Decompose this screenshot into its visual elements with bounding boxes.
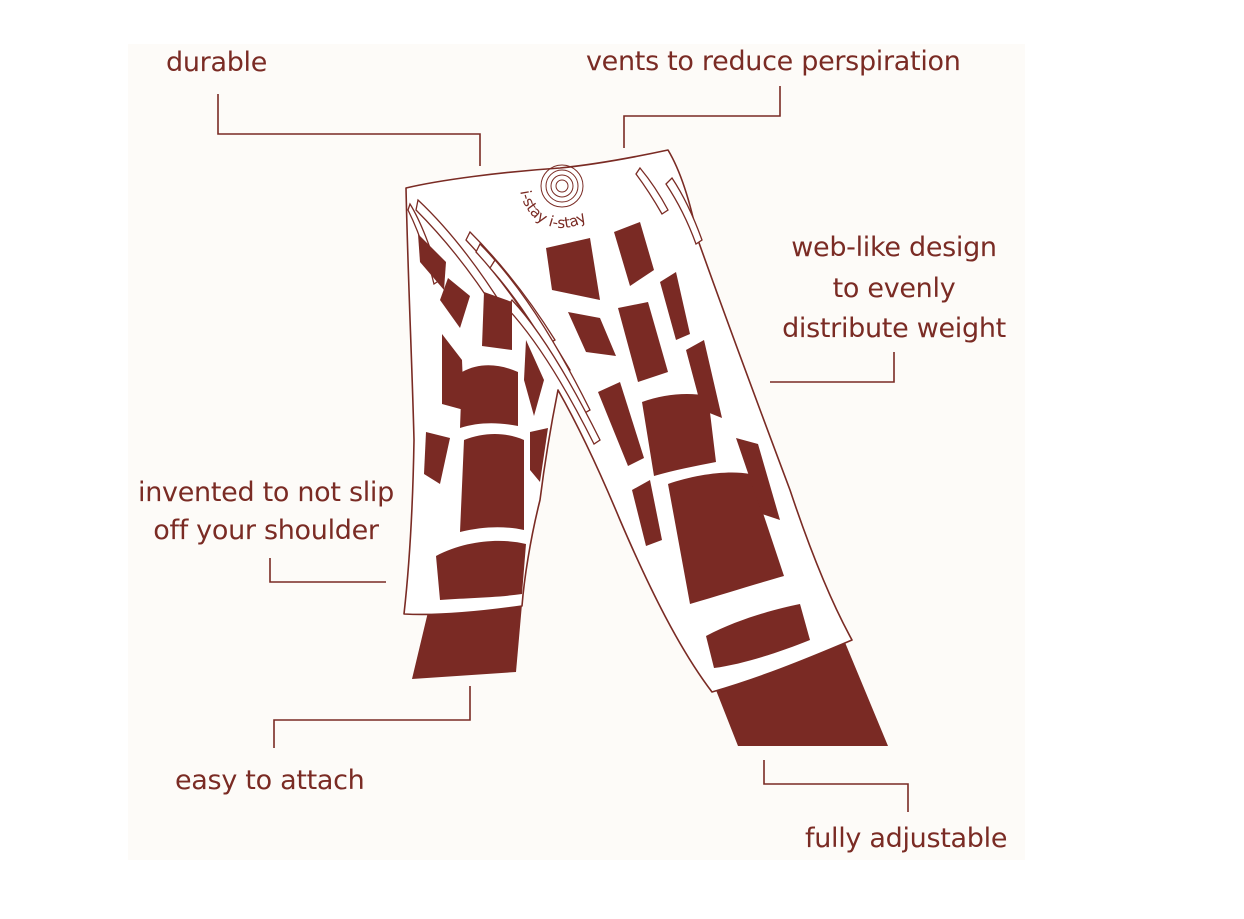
label-no-slip-line2: off your shoulder — [130, 512, 402, 550]
web-cutout — [460, 434, 524, 532]
label-durable: durable — [166, 44, 267, 82]
label-vents: vents to reduce perspiration — [586, 43, 961, 81]
leader-durable — [218, 94, 480, 166]
label-easy-to-attach: easy to attach — [175, 762, 365, 800]
strap-left — [412, 604, 522, 679]
leader-web-like — [770, 352, 894, 382]
label-web-like-line1: web-like design — [774, 229, 1014, 267]
leader-no-slip — [270, 558, 386, 582]
label-web-like-line2: to evenly — [774, 270, 1014, 308]
web-cutout — [460, 365, 518, 428]
leader-vents — [624, 86, 780, 148]
web-cutout — [482, 292, 512, 350]
label-fully-adjustable: fully adjustable — [805, 820, 1007, 858]
label-web-like-line3: distribute weight — [774, 310, 1014, 348]
leader-adjustable — [764, 760, 908, 812]
web-cutout — [642, 394, 716, 476]
leader-attach — [274, 686, 470, 748]
label-no-slip-line1: invented to not slip — [130, 474, 402, 512]
